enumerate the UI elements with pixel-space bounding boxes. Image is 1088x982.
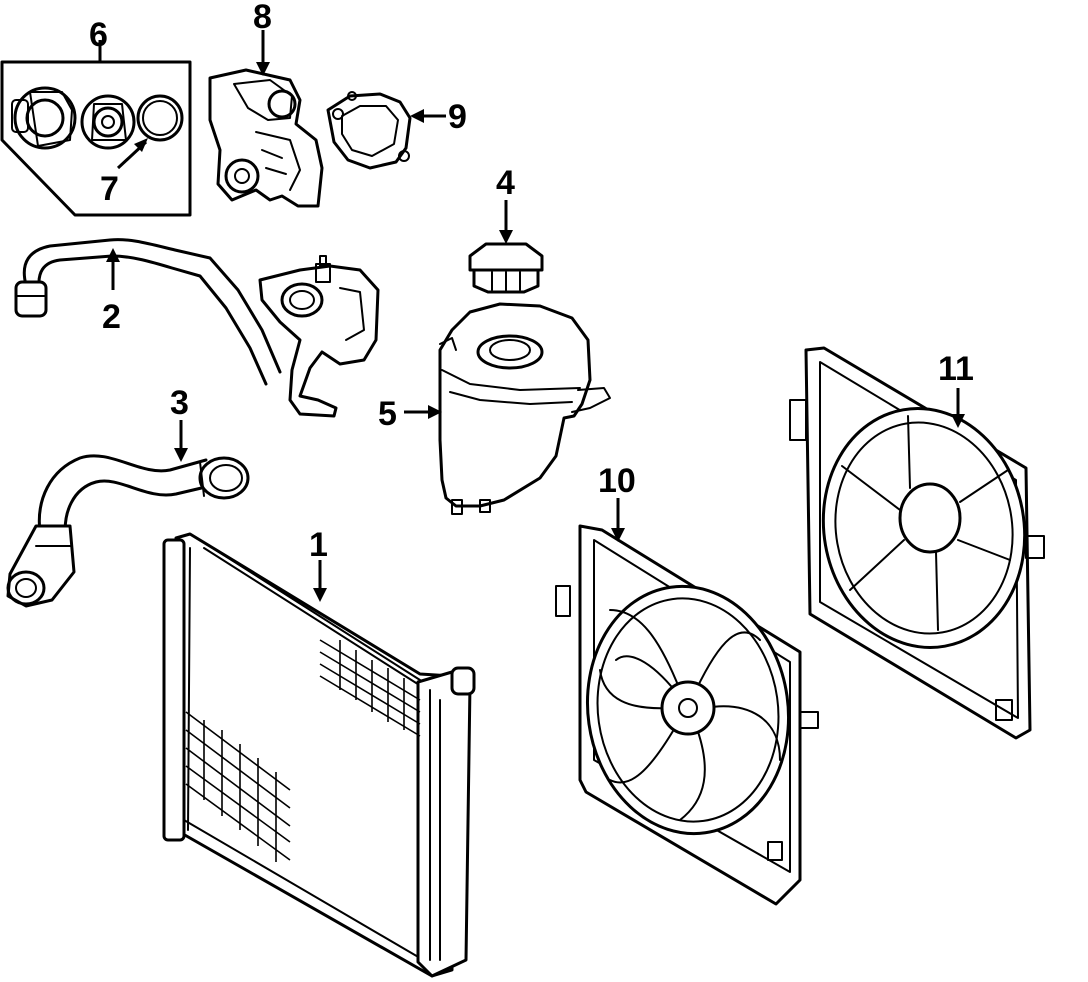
callout-11: 11 <box>938 350 974 388</box>
callout-3: 3 <box>170 384 189 422</box>
water-pump-gasket-part <box>326 91 446 170</box>
upper-coolant-hose-part <box>14 238 380 418</box>
radiator-part <box>162 532 476 978</box>
fan-shroud-part <box>789 346 1045 740</box>
callout-6: 6 <box>89 16 108 54</box>
thermostat-housing-part <box>11 86 77 150</box>
callout-2: 2 <box>102 298 121 336</box>
radiator-core-fins <box>185 639 421 862</box>
water-pump-part <box>208 30 324 208</box>
cooling-fan-assembly-part <box>555 498 819 906</box>
callout-9: 9 <box>448 98 467 136</box>
expansion-tank-part <box>404 302 611 515</box>
thermostat-part <box>80 94 136 150</box>
callout-7: 7 <box>100 170 119 208</box>
lower-radiator-hose-part <box>6 420 250 608</box>
callout-10: 10 <box>598 462 636 500</box>
callout-4: 4 <box>496 164 515 202</box>
expansion-tank-cap-part <box>468 200 544 294</box>
fan-blades <box>599 609 781 821</box>
callout-5: 5 <box>378 395 397 433</box>
callout-1: 1 <box>309 526 328 564</box>
o-ring-seal-part <box>136 94 184 142</box>
callout-labels: 1 2 3 4 5 6 7 8 9 10 11 <box>89 0 974 564</box>
callout-8: 8 <box>253 0 272 36</box>
thermostat-housing-group <box>0 40 192 217</box>
